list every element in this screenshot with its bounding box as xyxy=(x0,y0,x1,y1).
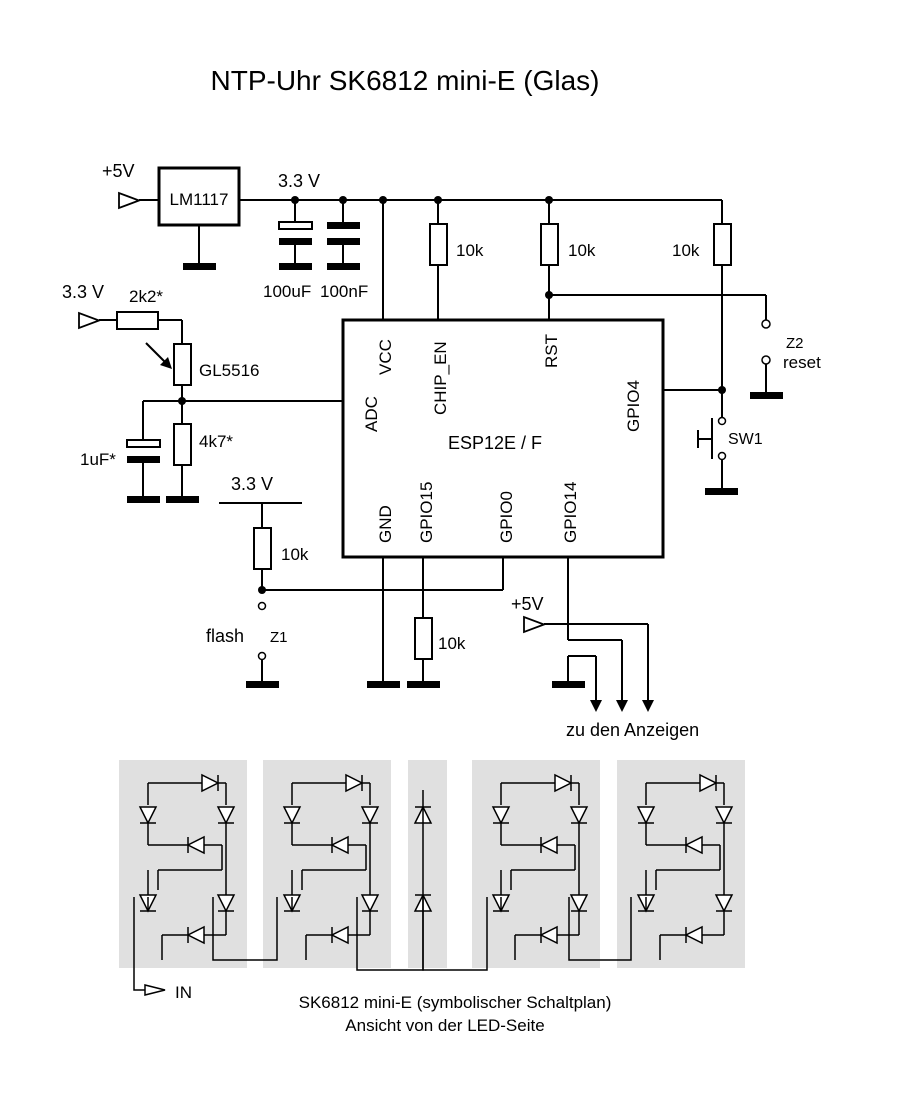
led-chain-wiring: IN xyxy=(133,790,632,1002)
led-segment-f-icon xyxy=(282,806,302,825)
z2-label: Z2 xyxy=(786,335,804,352)
led-segment-c-icon xyxy=(360,894,380,913)
led-segment-b-icon xyxy=(360,806,380,825)
led-segment-d-icon xyxy=(684,925,703,945)
cap-100uf-label: 100uF xyxy=(263,282,311,301)
digit-background xyxy=(617,760,745,968)
resistor-gpio15: 10k xyxy=(407,557,466,688)
pin-rst: RST xyxy=(542,334,561,368)
r-gpio15-label: 10k xyxy=(438,634,466,653)
cap-100nf-label: 100nF xyxy=(320,282,368,301)
flash-label: flash xyxy=(206,626,244,646)
switch-sw1: SW1 xyxy=(697,390,763,495)
ldr-gl5516 xyxy=(173,343,192,386)
ldr-label: GL5516 xyxy=(199,361,260,380)
pin-gpio14: GPIO14 xyxy=(561,482,580,543)
led-segment-c-icon xyxy=(714,894,734,913)
to-displays-label: zu den Anzeigen xyxy=(566,720,699,740)
reset-label: reset xyxy=(783,353,821,372)
input-arrow-5v xyxy=(118,191,142,210)
caption-line2: Ansicht von der LED-Seite xyxy=(345,1016,544,1035)
capacitor-100nf xyxy=(327,200,360,270)
pin-vcc: VCC xyxy=(376,339,395,375)
led-connector: +5V zu den Anzeigen xyxy=(511,557,699,740)
chip-name: ESP12E / F xyxy=(448,433,542,453)
led-segment-b-icon xyxy=(569,806,589,825)
diagram-title: NTP-Uhr SK6812 mini-E (Glas) xyxy=(211,65,600,96)
capacitor-100uf xyxy=(278,200,313,270)
r-2k2-label: 2k2* xyxy=(129,287,163,306)
ldr-section: 3.3 V 2k2* GL5516 4k7* 1uF* xyxy=(62,282,343,503)
r-chip-en-label: 10k xyxy=(456,241,484,260)
caption-line1: SK6812 mini-E (symbolischer Schaltplan) xyxy=(299,993,612,1012)
plus5v-led-label: +5V xyxy=(511,594,544,614)
resistor-gpio4: 10k xyxy=(672,200,732,390)
r-gpio4-label: 10k xyxy=(672,241,700,260)
pin-gpio15: GPIO15 xyxy=(417,482,436,543)
in-label: IN xyxy=(175,983,192,1002)
resistor-rst: 10k xyxy=(540,200,767,320)
regulator-label: LM1117 xyxy=(170,190,229,209)
colon-background xyxy=(408,760,447,968)
led-segment-c-icon xyxy=(216,894,236,913)
pin-gnd: GND xyxy=(376,505,395,543)
r-flash-label: 10k xyxy=(281,545,309,564)
v33-ldr-label: 3.3 V xyxy=(62,282,104,302)
regulator-lm1117: LM1117 xyxy=(157,166,241,270)
led-digit-1 xyxy=(119,760,247,968)
led-segment-d-icon xyxy=(330,925,349,945)
cap-1u-label: 1uF* xyxy=(80,450,116,469)
sw1-label: SW1 xyxy=(728,431,763,448)
r-4k7-label: 4k7* xyxy=(199,432,233,451)
led-segment-b-icon xyxy=(216,806,236,825)
v33-flash-label: 3.3 V xyxy=(231,474,273,494)
resistor-flash xyxy=(253,527,272,570)
led-segment-c-icon xyxy=(569,894,589,913)
led-colon xyxy=(408,760,447,968)
flash-section: 3.3 V 10k flash Z1 xyxy=(206,474,504,688)
led-digit-4 xyxy=(617,760,745,968)
led-digit-3 xyxy=(472,760,600,968)
pin-gpio0: GPIO0 xyxy=(497,491,516,543)
jumper-z2-reset: Z2 reset xyxy=(750,319,821,399)
resistor-4k7 xyxy=(173,423,192,466)
r-rst-label: 10k xyxy=(568,241,596,260)
led-segment-f-icon xyxy=(138,806,158,825)
z1-label: Z1 xyxy=(270,629,288,646)
pin-adc: ADC xyxy=(362,396,381,432)
led-digits xyxy=(119,760,745,968)
led-segment-f-icon xyxy=(491,806,511,825)
led-segment-d-icon xyxy=(539,925,558,945)
pin-gpio4: GPIO4 xyxy=(624,380,643,432)
pin-chip-en: CHIP_EN xyxy=(431,341,450,415)
plus5v-top-label: +5V xyxy=(102,161,135,181)
digit-background xyxy=(472,760,600,968)
led-segment-f-icon xyxy=(636,806,656,825)
ground-symbol xyxy=(183,263,216,270)
led-digit-2 xyxy=(263,760,391,968)
resistor-2k2 xyxy=(116,311,159,330)
digit-background xyxy=(263,760,391,968)
led-segment-b-icon xyxy=(714,806,734,825)
digit-background xyxy=(119,760,247,968)
v33-rail-label: 3.3 V xyxy=(278,171,320,191)
resistor-chip-en: 10k xyxy=(429,200,484,320)
esp12-chip: ESP12E / F VCC ADC CHIP_EN RST GPIO4 GND… xyxy=(341,318,665,559)
led-segment-d-icon xyxy=(186,925,205,945)
power-input-5v: +5V xyxy=(102,161,159,210)
